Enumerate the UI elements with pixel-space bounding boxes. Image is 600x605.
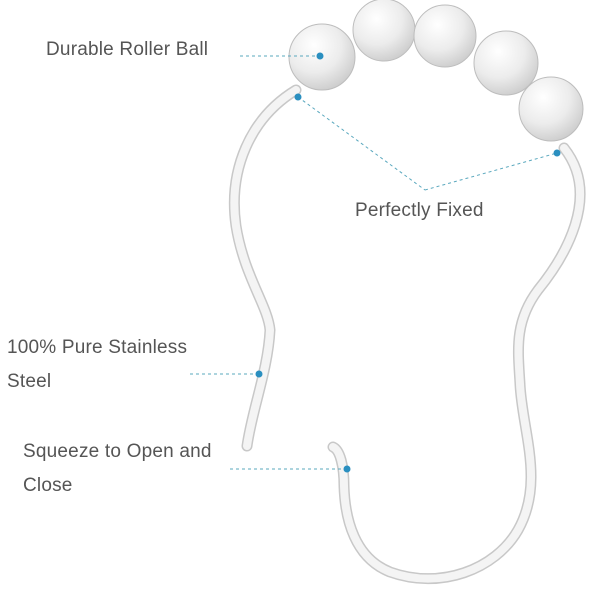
callout-dot-roller [316,52,324,60]
roller-ball [473,30,539,96]
roller-balls [288,0,584,142]
callout-lines [190,55,558,470]
roller-ball [413,4,477,68]
label-squeeze: Squeeze to Open and Close [23,435,212,503]
callout-dots [255,52,561,473]
label-stainless-line2: Steel [7,371,52,392]
label-stainless-steel: 100% Pure Stainless Steel [7,331,187,399]
hook-wire [228,84,586,585]
label-perfectly-fixed-text: Perfectly Fixed [355,200,484,221]
callout-line-fixed-right [424,152,558,191]
callout-dot-fixed-left [294,93,302,101]
label-roller-ball: Durable Roller Ball [46,33,208,67]
label-stainless-line1: 100% Pure Stainless [7,337,188,358]
callout-line-fixed-left [297,96,426,191]
callout-dot-steel [255,370,263,378]
callout-dot-squeeze [343,465,351,473]
label-squeeze-line2: Close [23,475,73,496]
label-perfectly-fixed: Perfectly Fixed [355,194,484,228]
callout-dot-fixed-right [553,149,561,157]
label-roller-ball-text: Durable Roller Ball [46,39,209,60]
roller-ball [352,0,416,62]
roller-ball [518,76,584,142]
label-squeeze-line1: Squeeze to Open and [23,441,212,462]
